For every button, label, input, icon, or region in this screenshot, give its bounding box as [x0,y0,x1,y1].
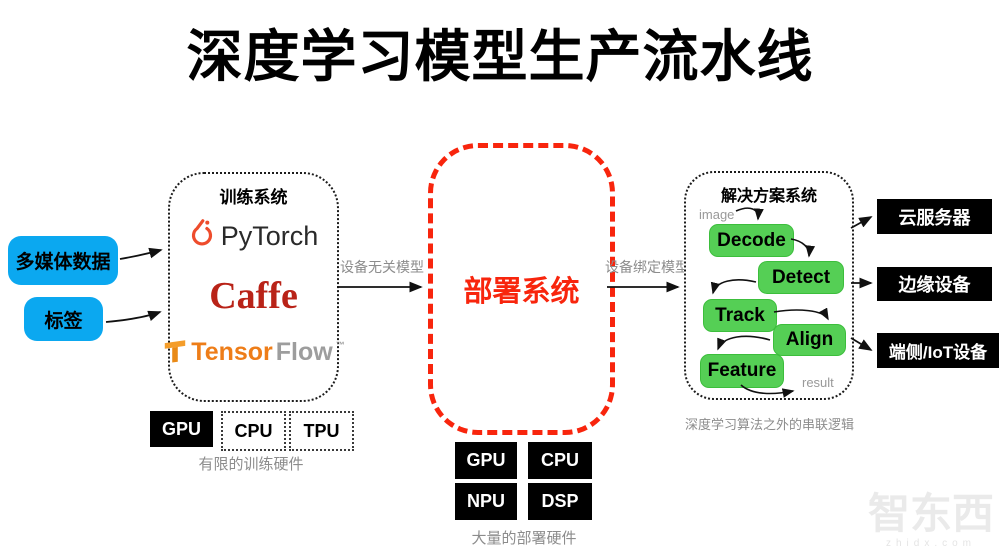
device-independent-model-label: 设备无关模型 [340,259,424,275]
training-hardware-caption: 有限的训练硬件 [198,456,304,473]
target-iot-device: 端侧/IoT设备 [877,333,999,368]
target-edge-device: 边缘设备 [877,267,992,301]
pytorch-flame-icon [189,218,215,255]
image-input-label: image [699,207,735,222]
deployment-hardware-gpu: GPU [455,442,517,479]
tensorflow-wordmark-tensor: Tensor [191,338,273,366]
arrow-labels-to-training [105,310,162,323]
deployment-system-box: 部署系统 [428,143,615,435]
deployment-hardware-caption: 大量的部署硬件 [471,530,577,547]
watermark-logo-text: 智东西 [867,490,994,537]
deployment-system-title: 部署系统 [463,276,580,308]
result-output-label: result [802,375,834,390]
pytorch-wordmark: PyTorch [220,221,319,251]
solution-caption: 深度学习算法之外的串联逻辑 [684,417,854,432]
arrow-multimedia-to-training [119,247,163,260]
deployment-hardware-cpu: CPU [528,442,592,479]
training-hardware-cpu: CPU [221,411,286,451]
training-hardware-tpu: TPU [289,411,354,451]
step-feature: Feature [700,354,784,388]
arrow-solution-to-iot [850,337,873,351]
step-detect: Detect [758,261,844,294]
input-box-multimedia-data: 多媒体数据 [8,236,118,285]
device-bound-model-label: 设备绑定模型 [605,259,689,275]
tensorflow-trademark: ™ [335,340,345,350]
deployment-hardware-dsp: DSP [528,483,592,520]
pytorch-logo: PyTorch [170,218,337,255]
arrow-solution-to-cloud [850,216,873,229]
watermark-url-text: zhidx.com [885,538,976,549]
step-decode: Decode [709,224,794,257]
caffe-wordmark: Caffe [209,275,298,317]
step-align: Align [773,324,846,356]
step-track: Track [703,299,777,332]
training-system-title: 训练系统 [219,188,288,207]
target-cloud-server: 云服务器 [877,199,992,234]
input-box-labels: 标签 [24,297,103,341]
page-title: 深度学习模型生产流水线 [186,25,814,88]
tensorflow-icon [162,334,188,371]
deployment-hardware-npu: NPU [455,483,517,520]
zhidx-watermark: 智东西 zhidx.com [867,490,994,550]
tensorflow-wordmark-flow: Flow [275,338,333,366]
solution-system-title: 解决方案系统 [720,188,817,205]
training-hardware-gpu: GPU [150,411,213,447]
solution-system-box: 解决方案系统 image Decode Detect Track Align F… [684,171,854,400]
